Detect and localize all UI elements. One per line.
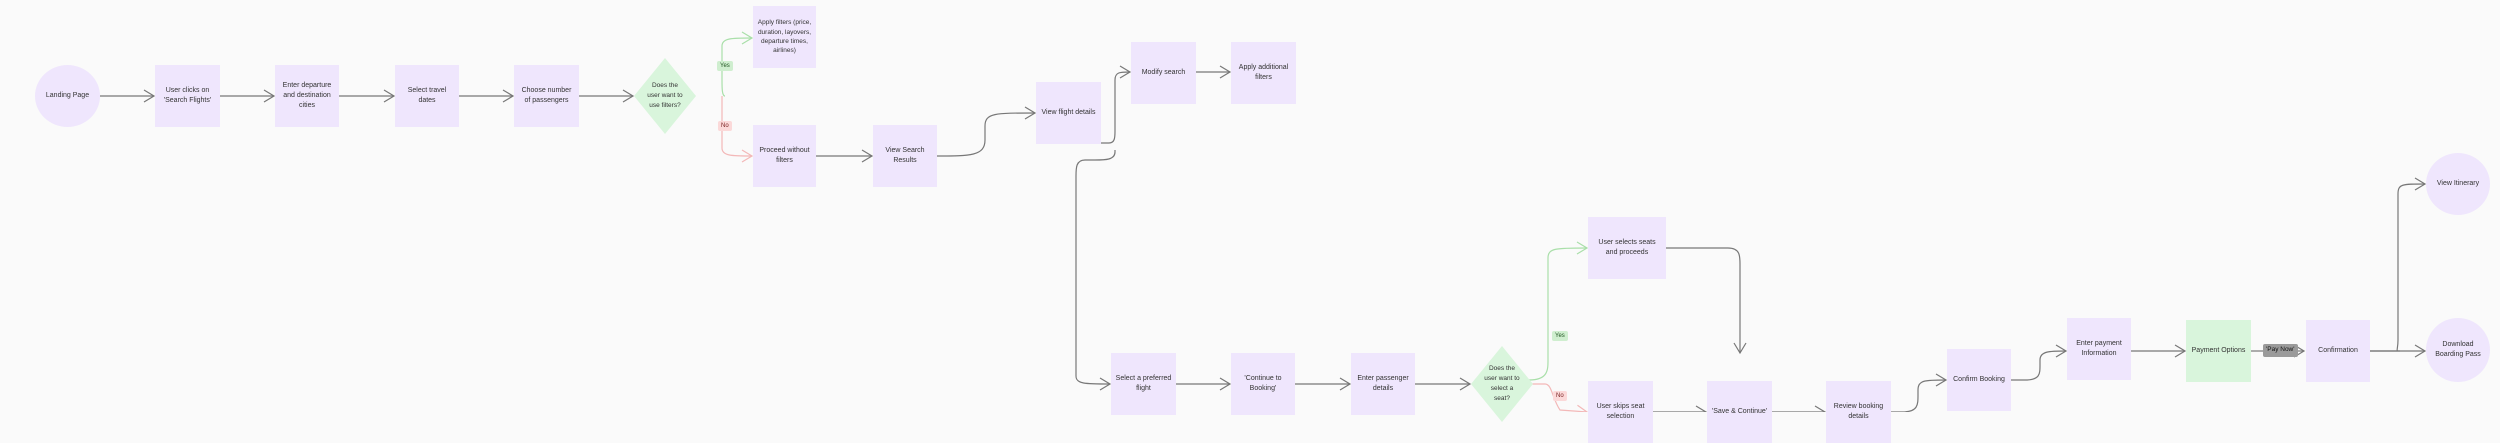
pay-now-label[interactable]: 'Pay Now' [2263, 344, 2298, 357]
node-view-flight-details[interactable]: View flight details [1036, 82, 1101, 144]
connector [2011, 344, 2068, 381]
connector [1075, 150, 1116, 391]
connector [1891, 373, 1948, 412]
node-select-seats[interactable]: User selects seats and proceeds [1588, 217, 1666, 279]
node-select-dates[interactable]: Select travel dates [395, 65, 459, 127]
node-search-flights[interactable]: User clicks on 'Search Flights' [155, 65, 220, 127]
node-payment-options[interactable]: Payment Options [2186, 320, 2251, 382]
node-view-search-results[interactable]: View Search Results [873, 125, 937, 187]
node-enter-passenger-details[interactable]: Enter passenger details [1351, 353, 1415, 415]
node-apply-filters[interactable]: Apply filters (price, duration, layovers… [753, 6, 816, 68]
node-confirm-booking[interactable]: Confirm Booking [1947, 349, 2011, 411]
no-label: No [718, 121, 732, 131]
node-review-booking[interactable]: Review booking details [1826, 381, 1891, 443]
node-continue-to-booking[interactable]: 'Continue to Booking' [1231, 353, 1295, 415]
connector [1101, 65, 1132, 144]
node-skip-seat[interactable]: User skips seat selection [1588, 381, 1653, 443]
node-download-boarding[interactable]: Download Boarding Pass [2426, 318, 2490, 382]
node-confirmation[interactable]: Confirmation [2306, 320, 2370, 382]
node-proceed-without-filters[interactable]: Proceed without filters [753, 125, 816, 187]
node-choose-passengers[interactable]: Choose number of passengers [514, 65, 579, 127]
node-save-continue[interactable]: 'Save & Continue' [1707, 381, 1772, 443]
yes-label: Yes [717, 61, 733, 71]
node-apply-additional-filters[interactable]: Apply additional filters [1231, 42, 1296, 104]
connector [1666, 247, 1747, 355]
yes-path [1528, 241, 1589, 381]
yes-label: Yes [1552, 331, 1568, 341]
flowchart-connectors [100, 31, 2427, 412]
connector [936, 106, 1037, 157]
decision-seat[interactable]: Does the user want to select a seat? [1471, 346, 1533, 422]
node-enter-payment[interactable]: Enter payment Information [2067, 318, 2131, 380]
node-modify-search[interactable]: Modify search [1131, 42, 1196, 104]
no-path [1529, 383, 1589, 412]
no-path [721, 96, 754, 163]
connector [2369, 177, 2427, 352]
node-enter-destinations[interactable]: Enter departure and destination cities [275, 65, 339, 127]
node-view-itinerary[interactable]: View Itinerary [2426, 153, 2490, 215]
no-label: No [1553, 391, 1567, 401]
node-landing-page[interactable]: Landing Page [35, 65, 100, 127]
node-select-preferred-flight[interactable]: Select a preferred flight [1111, 353, 1176, 415]
decision-filters[interactable]: Does the user want to use filters? [634, 58, 696, 134]
